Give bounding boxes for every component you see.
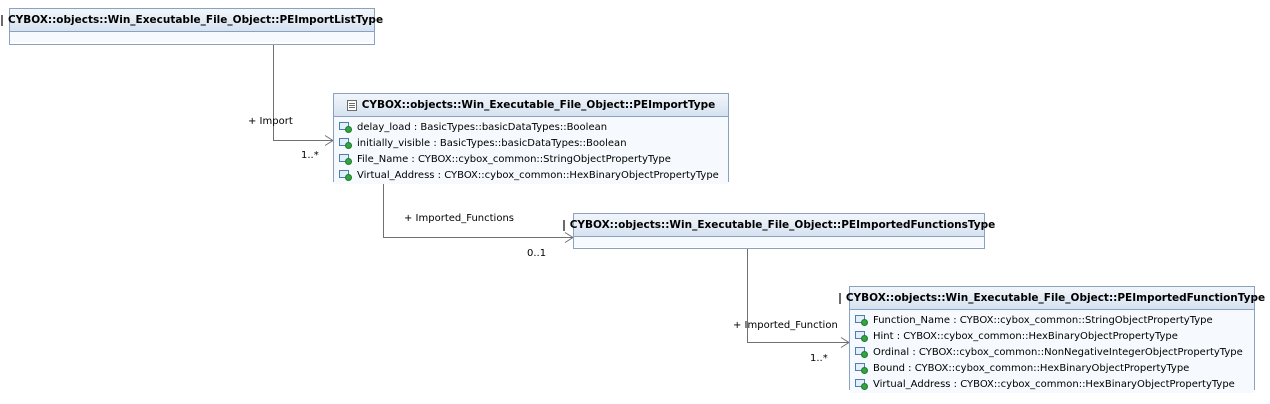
attribute-label: delay_load : BasicTypes::basicDataTypes:… — [357, 121, 608, 133]
attribute-row[interactable]: initially_visible : BasicTypes::basicDat… — [334, 135, 728, 151]
attribute-label: Hint : CYBOX::cybox_common::HexBinaryObj… — [873, 330, 1178, 342]
class-pe-import-list-type[interactable]: CYBOX::objects::Win_Executable_File_Obje… — [0, 8, 383, 45]
attribute-icon — [855, 379, 868, 390]
association-line-imported-functions — [383, 182, 573, 238]
attribute-row[interactable]: Virtual_Address : CYBOX::cybox_common::H… — [850, 376, 1254, 392]
class-pe-imported-functions-type[interactable]: CYBOX::objects::Win_Executable_File_Obje… — [562, 213, 995, 249]
class-name: CYBOX::objects::Win_Executable_File_Obje… — [7, 14, 384, 26]
class-name: CYBOX::objects::Win_Executable_File_Obje… — [569, 219, 996, 231]
class-icon — [838, 292, 841, 304]
class-icon — [346, 99, 357, 111]
class-pe-import-type[interactable]: CYBOX::objects::Win_Executable_File_Obje… — [333, 93, 729, 184]
class-icon — [562, 219, 565, 231]
attribute-row[interactable]: Virtual_Address : CYBOX::cybox_common::H… — [334, 167, 728, 183]
attribute-icon — [855, 315, 868, 326]
attribute-row[interactable]: Ordinal : CYBOX::cybox_common::NonNegati… — [850, 344, 1254, 360]
attribute-compartment — [10, 32, 374, 42]
class-name: CYBOX::objects::Win_Executable_File_Obje… — [361, 99, 716, 111]
attribute-icon — [339, 122, 352, 133]
attribute-label: Bound : CYBOX::cybox_common::HexBinaryOb… — [873, 362, 1190, 374]
attribute-row[interactable]: Hint : CYBOX::cybox_common::HexBinaryObj… — [850, 328, 1254, 344]
attribute-icon — [855, 331, 868, 342]
attribute-icon — [339, 138, 352, 149]
association-multiplicity-imported-functions: 0..1 — [527, 248, 547, 259]
attribute-label: Virtual_Address : CYBOX::cybox_common::H… — [873, 378, 1235, 390]
attribute-icon — [339, 170, 352, 181]
attribute-icon — [339, 154, 352, 165]
class-header: CYBOX::objects::Win_Executable_File_Obje… — [562, 214, 995, 237]
association-multiplicity-imported-function: 1..* — [810, 353, 828, 364]
attribute-compartment — [574, 237, 984, 247]
class-header: CYBOX::objects::Win_Executable_File_Obje… — [838, 287, 1265, 310]
attribute-row[interactable]: Bound : CYBOX::cybox_common::HexBinaryOb… — [850, 360, 1254, 376]
attribute-label: Virtual_Address : CYBOX::cybox_common::H… — [357, 169, 719, 181]
attribute-icon — [855, 363, 868, 374]
class-icon — [0, 14, 3, 26]
association-role-imported-function: + Imported_Function — [733, 320, 838, 331]
association-role-import: + Import — [248, 116, 293, 127]
class-pe-imported-function-type[interactable]: CYBOX::objects::Win_Executable_File_Obje… — [838, 286, 1265, 393]
class-name: CYBOX::objects::Win_Executable_File_Obje… — [845, 292, 1266, 304]
association-line-import — [273, 45, 333, 141]
attribute-row[interactable]: File_Name : CYBOX::cybox_common::StringO… — [334, 151, 728, 167]
association-role-imported-functions: + Imported_Functions — [404, 213, 514, 224]
attribute-row[interactable]: Function_Name : CYBOX::cybox_common::Str… — [850, 312, 1254, 328]
attribute-label: initially_visible : BasicTypes::basicDat… — [357, 137, 627, 149]
class-header: CYBOX::objects::Win_Executable_File_Obje… — [334, 94, 728, 117]
attribute-label: Function_Name : CYBOX::cybox_common::Str… — [873, 314, 1213, 326]
association-multiplicity-import: 1..* — [301, 150, 319, 161]
attribute-label: Ordinal : CYBOX::cybox_common::NonNegati… — [873, 346, 1243, 358]
attribute-icon — [855, 347, 868, 358]
association-line-imported-function — [747, 249, 849, 343]
attribute-compartment: Function_Name : CYBOX::cybox_common::Str… — [850, 310, 1254, 393]
attribute-compartment: delay_load : BasicTypes::basicDataTypes:… — [334, 117, 728, 184]
attribute-label: File_Name : CYBOX::cybox_common::StringO… — [357, 153, 671, 165]
class-header: CYBOX::objects::Win_Executable_File_Obje… — [0, 9, 383, 32]
attribute-row[interactable]: delay_load : BasicTypes::basicDataTypes:… — [334, 119, 728, 135]
